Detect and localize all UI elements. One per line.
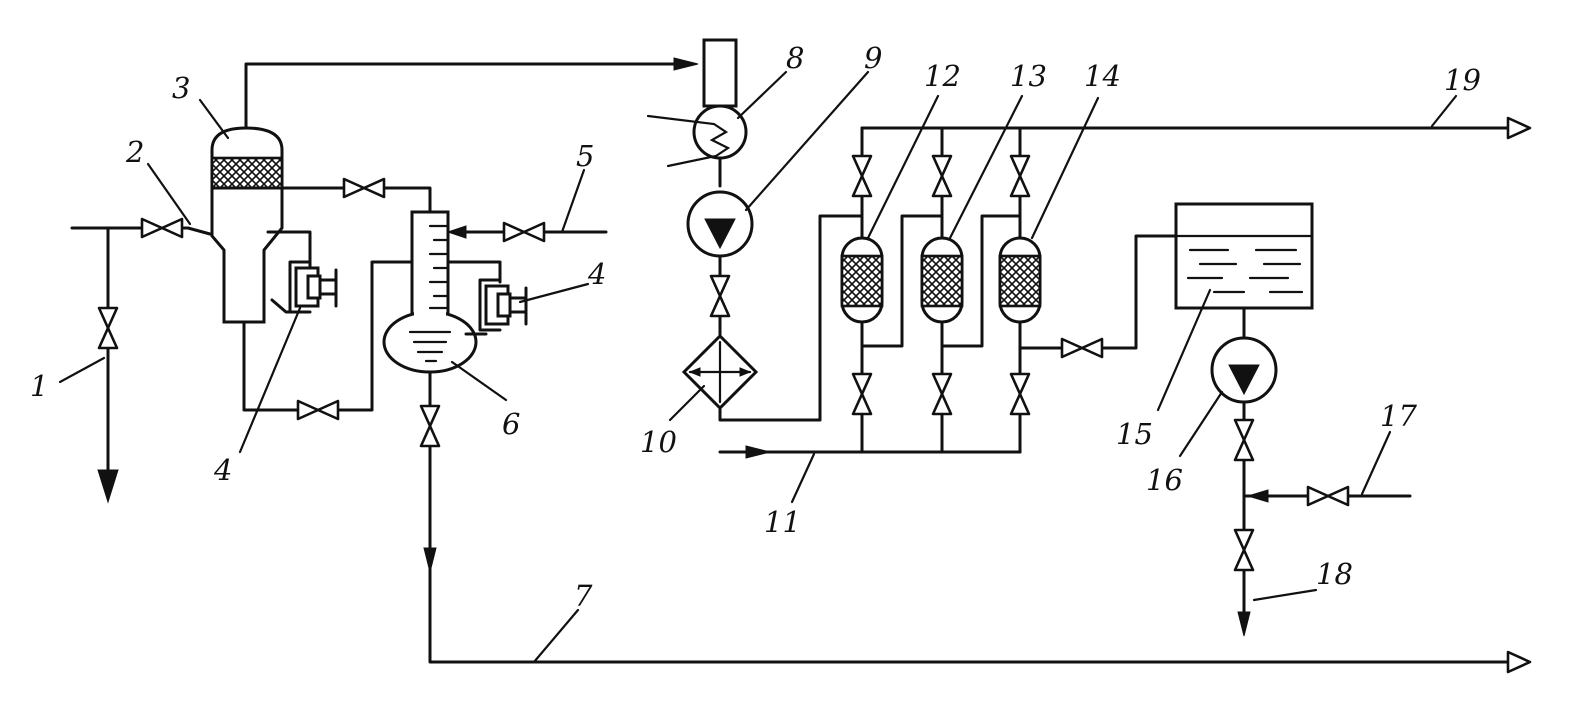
label-3: 3: [172, 71, 190, 105]
product-line-7: [428, 370, 1510, 664]
label-4-left: 4: [213, 453, 232, 487]
feed-line: [70, 226, 212, 236]
leader-lines: [58, 70, 1458, 664]
label-6: 6: [502, 407, 520, 441]
valve-bottoms: [296, 399, 340, 421]
middle-section: [646, 38, 1532, 459]
label-15: 15: [1116, 417, 1153, 451]
label-10: 10: [640, 425, 677, 459]
label-4-right: 4: [587, 257, 606, 291]
condenser-8: [692, 104, 748, 160]
label-16: 16: [1146, 463, 1183, 497]
valve-feed-2: [140, 217, 184, 239]
label-9: 9: [864, 41, 882, 75]
bottoms-line: [242, 260, 420, 412]
callout-labels: 1 2 3 4 4 5 6 7 8 9 10 11 12 13 14 15 16…: [30, 41, 1481, 613]
regeneration-arrow-11: [745, 445, 771, 459]
tank-15-liquid: [1186, 248, 1304, 294]
valve-column-top: [342, 177, 386, 199]
outlet-19: [1506, 116, 1532, 140]
label-17: 17: [1380, 399, 1417, 433]
outlet-arrow-18: [1237, 611, 1251, 637]
label-18: 18: [1316, 557, 1353, 591]
adsorber-outlet-to-tank: [1018, 234, 1178, 350]
product-arrow-down: [423, 547, 437, 573]
valve-tank-inlet: [1060, 337, 1104, 359]
tank-15: [1174, 202, 1314, 310]
accumulator-6-liquid: [408, 224, 452, 363]
label-12: 12: [924, 59, 961, 93]
condenser-8-coil: [646, 114, 731, 168]
valve-drain-1: [97, 306, 119, 350]
heater-4-right: [478, 278, 528, 332]
heater-4-left: [288, 260, 338, 314]
label-14: 14: [1084, 59, 1121, 93]
label-7: 7: [574, 579, 593, 613]
reboiler-loop-left: [266, 230, 312, 270]
pump-16-arrow: [1228, 364, 1260, 396]
drain-arrow-1: [97, 469, 119, 504]
right-section: [1018, 202, 1412, 637]
reflux-arrow-5: [446, 225, 467, 239]
valve-bottom-12: [851, 372, 873, 416]
vent-stack-8: [702, 38, 738, 108]
product-outlet-7: [1506, 650, 1532, 674]
valve-pump-9: [709, 274, 731, 318]
label-2: 2: [125, 135, 144, 169]
valve-bottom-14: [1009, 372, 1031, 416]
valve-top-14: [1009, 154, 1031, 198]
vapor-line-3-8: [244, 62, 692, 130]
valve-pump-16: [1233, 418, 1255, 462]
label-13: 13: [1010, 59, 1047, 93]
label-11: 11: [764, 505, 801, 539]
inlet-arrow-17: [1246, 489, 1269, 503]
label-8: 8: [786, 41, 804, 75]
valve-accumulator-outlet: [419, 404, 441, 448]
side-line-3-6: [280, 186, 432, 216]
vapor-arrow-8: [673, 57, 699, 71]
valve-top-13: [931, 154, 953, 198]
valve-inlet-17: [1306, 485, 1350, 507]
column-3-packing: [210, 156, 284, 190]
valve-bottom-13: [931, 372, 953, 416]
valve-reflux-5: [502, 221, 546, 243]
label-5: 5: [576, 139, 594, 173]
reboiler-loop-right: [446, 260, 502, 284]
left-section: [70, 57, 1532, 674]
pump-9-arrow: [704, 218, 736, 250]
label-19: 19: [1444, 63, 1481, 97]
label-1: 1: [30, 369, 48, 403]
valve-outlet-18: [1233, 528, 1255, 572]
valve-top-12: [851, 154, 873, 198]
